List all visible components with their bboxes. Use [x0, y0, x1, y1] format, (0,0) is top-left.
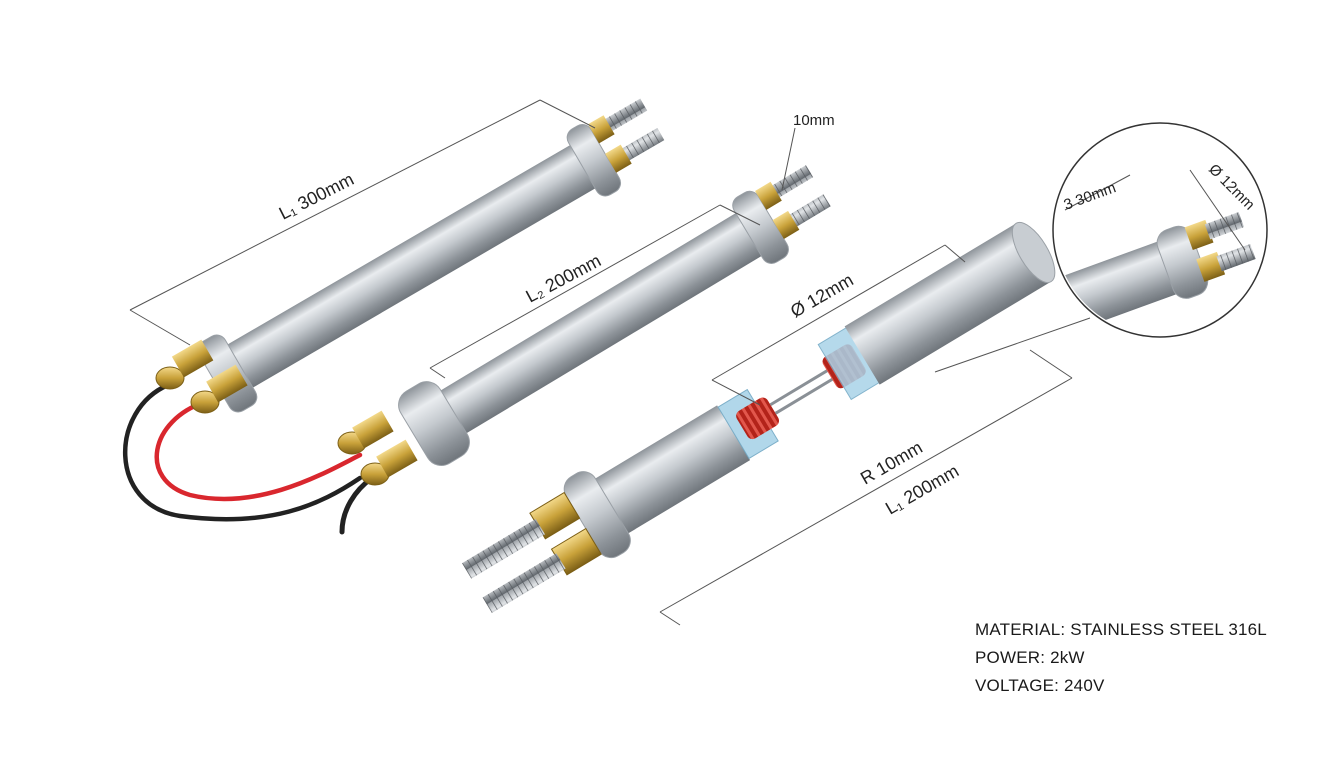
spec-voltage: VOLTAGE: 240V: [975, 676, 1105, 695]
dimension-lines: [129, 99, 1091, 626]
terminal-thread: [482, 553, 566, 613]
heater-tube: [217, 139, 606, 394]
dim-label-l2-mid: L₂ 200mm: [522, 250, 604, 306]
terminal-nut: [605, 144, 632, 173]
spec-material: MATERIAL: STAINLESS STEEL 316L: [975, 620, 1267, 639]
black-wire: [123, 382, 363, 522]
terminal-nut: [337, 410, 418, 486]
terminal-thread: [1204, 212, 1245, 240]
dim-label-l1-long: L₁ 300mm: [276, 169, 357, 224]
terminal-thread: [1216, 243, 1256, 272]
terminal-nut: [155, 339, 248, 414]
heater-tube: [588, 405, 751, 538]
terminal-thread: [789, 194, 831, 227]
tube-end-cap: [1011, 221, 1056, 284]
terminal-nut: [587, 115, 615, 144]
terminal-nut: [755, 181, 782, 210]
terminal-nut: [772, 210, 800, 240]
terminal-thread: [620, 127, 665, 162]
end-collar: [1156, 225, 1209, 299]
lead-wire: [774, 374, 839, 415]
terminal-thread: [462, 518, 545, 579]
heating-coil: [736, 397, 780, 440]
heater-mid: [337, 165, 831, 535]
lead-wire: [769, 366, 833, 407]
terminal-thread: [603, 98, 648, 132]
dim-label-diameter: Ø 12mm: [787, 270, 857, 322]
dim-label-nut-size: 10mm: [793, 112, 835, 129]
red-wire: [154, 399, 363, 502]
heater-cutaway: [462, 221, 1056, 613]
heater-tube: [427, 208, 771, 442]
heater-long: [123, 98, 665, 522]
terminal-thread: [771, 165, 814, 198]
spec-power: POWER: 2kW: [975, 648, 1085, 667]
heater-tube: [844, 223, 1052, 385]
end-collar: [563, 471, 631, 559]
end-collar: [398, 381, 470, 466]
detail-view: [1052, 122, 1268, 338]
